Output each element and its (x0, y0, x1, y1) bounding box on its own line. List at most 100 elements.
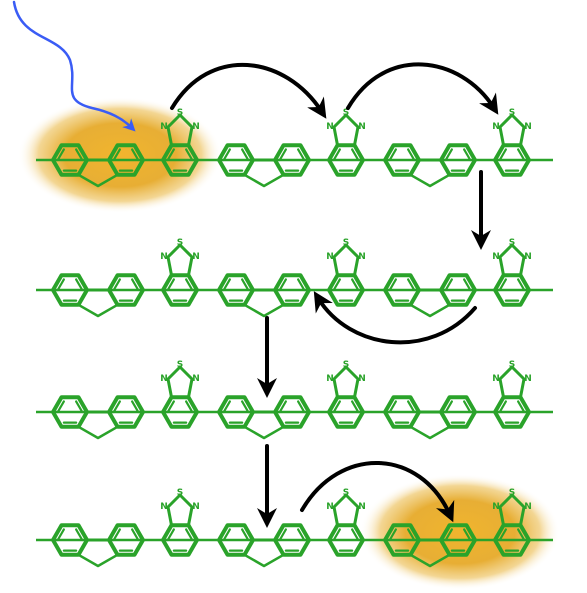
chain-1-benzothiadiazole-3-benzo-ring-double-bond (517, 148, 526, 162)
hop-arrow-2 (346, 62, 499, 115)
exciton-glow-start (18, 97, 222, 213)
chain-4-benzothiadiazole-1-benzo-ring-double-bond (185, 528, 194, 542)
chain-4-benzothiadiazole-3-sulfur-label: S (509, 488, 515, 498)
chain-4-fluorene-1-ring-left-double-bond (75, 528, 84, 542)
chain-3-benzothiadiazole-1-thiadiazole-ring (166, 365, 194, 399)
chain-2-fluorene-2-methylene-bridge (243, 303, 285, 318)
chain-4-fluorene-3-ring-left-double-bond (407, 528, 416, 542)
chain-2-fluorene-1-ring-left-double-bond (75, 278, 84, 292)
chain-2-benzothiadiazole-1-benzo-ring-double-bond (185, 278, 194, 292)
chain-3-benzothiadiazole-3-nitrogen-left-label: N (492, 374, 500, 384)
hop-arrow-1 (170, 62, 327, 119)
chain-4-benzothiadiazole-2-nitrogen-left-label: N (326, 502, 334, 512)
chain-4-benzothiadiazole-2-benzo-ring-double-bond (351, 528, 360, 542)
chain-2-fluorene-1-methylene-bridge (77, 303, 119, 318)
chain-2-benzothiadiazole-1-thiadiazole-ring (166, 243, 194, 277)
chain-3-fluorene-1 (51, 395, 145, 440)
chain-1-benzothiadiazole-2-thiadiazole-ring (332, 113, 360, 147)
chain-3-benzothiadiazole-3-benzo-ring-double-bond (517, 400, 526, 414)
chain-1-fluorene-1-methylene-bridge (77, 173, 119, 188)
hop-arrow-7 (300, 461, 455, 523)
chain-4-fluorene-3-ring-right-double-bond (444, 528, 453, 542)
chain-3-fluorene-2-ring-right-double-bond (297, 400, 306, 414)
chain-3-fluorene-1-methylene-bridge (77, 425, 119, 440)
chain-1-benzothiadiazole-1-benzo-ring-double-bond (166, 148, 175, 162)
chain-4-fluorene-3 (383, 523, 477, 568)
excitation-arrow-icon (12, 0, 136, 132)
chain-2-benzothiadiazole-3-benzo-ring-double-bond (517, 278, 526, 292)
chain-3-benzothiadiazole-1-nitrogen-right-label: N (192, 374, 200, 384)
chain-3-fluorene-3-methylene-bridge (409, 425, 451, 440)
chain-2-fluorene-2 (217, 273, 311, 318)
chain-1-benzothiadiazole-3-nitrogen-left-label: N (492, 122, 500, 132)
chain-4-fluorene-1-methylene-bridge (77, 553, 119, 568)
chain-3-fluorene-2-ring-left-double-bond (241, 400, 250, 414)
chain-1-benzothiadiazole-1-nitrogen-right-label: N (192, 122, 200, 132)
chain-2-benzothiadiazole-2-benzo-ring-double-bond (332, 278, 341, 292)
chain-1-benzothiadiazole-3-nitrogen-right-label: N (524, 122, 532, 132)
chain-4-benzothiadiazole-1-nitrogen-left-label: N (160, 502, 168, 512)
chain-2-benzothiadiazole-1-sulfur-label: S (177, 238, 183, 248)
chain-3-fluorene-1-ring-right-double-bond (112, 400, 121, 414)
chain-1-benzothiadiazole-1-sulfur-label: S (177, 108, 183, 118)
chain-3-fluorene-3-ring-right-double-bond (444, 400, 453, 414)
chain-1-benzothiadiazole-1-thiadiazole-ring (166, 113, 194, 147)
chain-3-fluorene-2-ring-left-double-bond (222, 400, 231, 414)
chain-4-fluorene-1-ring-left-double-bond (56, 528, 65, 542)
chain-1-fluorene-3-methylene-bridge (409, 173, 451, 188)
chain-1-benzothiadiazole-2-nitrogen-left-label: N (326, 122, 334, 132)
chain-3-fluorene-2-methylene-bridge (243, 425, 285, 440)
chain-2-benzothiadiazole-3-nitrogen-right-label: N (524, 252, 532, 262)
chain-2-fluorene-2-ring-right-double-bond (278, 278, 287, 292)
chain-3-benzothiadiazole-2-benzo-ring-double-bond (332, 400, 341, 414)
chain-3-fluorene-2-ring-right-double-bond (278, 400, 287, 414)
chain-2-fluorene-1-ring-left-double-bond (56, 278, 65, 292)
chain-1-benzothiadiazole-2-sulfur-label: S (343, 108, 349, 118)
chain-4-benzothiadiazole-1-sulfur-label: S (177, 488, 183, 498)
chain-3-benzothiadiazole-2-nitrogen-left-label: N (326, 374, 334, 384)
chain-1-fluorene-1 (51, 143, 145, 188)
chain-3-fluorene-1-ring-left-double-bond (75, 400, 84, 414)
chain-2-fluorene-2-ring-left-double-bond (222, 278, 231, 292)
chain-2-benzothiadiazole-2-benzo-ring-double-bond (351, 278, 360, 292)
chain-2-fluorene-1-ring-right-double-bond (131, 278, 140, 292)
chain-4-benzothiadiazole-3-thiadiazole-ring (498, 493, 526, 527)
chain-1-fluorene-1-ring-right-double-bond (112, 148, 121, 162)
chain-4-benzothiadiazole-2-sulfur-label: S (343, 488, 349, 498)
chain-2-benzothiadiazole-2-thiadiazole-ring (332, 243, 360, 277)
chain-2-fluorene-1-ring-right-double-bond (112, 278, 121, 292)
chain-3-fluorene-1-ring-left-double-bond (56, 400, 65, 414)
chain-1-fluorene-3-ring-left-double-bond (388, 148, 397, 162)
chain-2-fluorene-1 (51, 273, 145, 318)
chain-4-fluorene-1-ring-right-double-bond (112, 528, 121, 542)
chain-2-benzothiadiazole-3-thiadiazole-ring (498, 243, 526, 277)
chain-4-fluorene-2-ring-left-double-bond (222, 528, 231, 542)
chain-1-fluorene-1-ring-left-double-bond (75, 148, 84, 162)
chain-2-fluorene-3 (383, 273, 477, 318)
chain-3-benzothiadiazole-3-sulfur-label: S (509, 360, 515, 370)
chain-1-benzothiadiazole-1-benzo-ring-double-bond (185, 148, 194, 162)
chain-3-benzothiadiazole-1-nitrogen-left-label: N (160, 374, 168, 384)
chain-1-benzothiadiazole-3-benzo-ring-double-bond (498, 148, 507, 162)
chain-1-benzothiadiazole-3-sulfur-label: S (509, 108, 515, 118)
chain-1-benzothiadiazole-2-benzo-ring-double-bond (332, 148, 341, 162)
chain-4-benzothiadiazole-1-benzo-ring-double-bond (166, 528, 175, 542)
chain-2-benzothiadiazole-2-nitrogen-left-label: N (326, 252, 334, 262)
chain-2-fluorene-3-ring-right-double-bond (444, 278, 453, 292)
chain-4-fluorene-2-methylene-bridge (243, 553, 285, 568)
chain-1-fluorene-1-ring-right-double-bond (131, 148, 140, 162)
chain-4-benzothiadiazole-3-benzo-ring-double-bond (498, 528, 507, 542)
chain-2-fluorene-3-ring-right-double-bond (463, 278, 472, 292)
